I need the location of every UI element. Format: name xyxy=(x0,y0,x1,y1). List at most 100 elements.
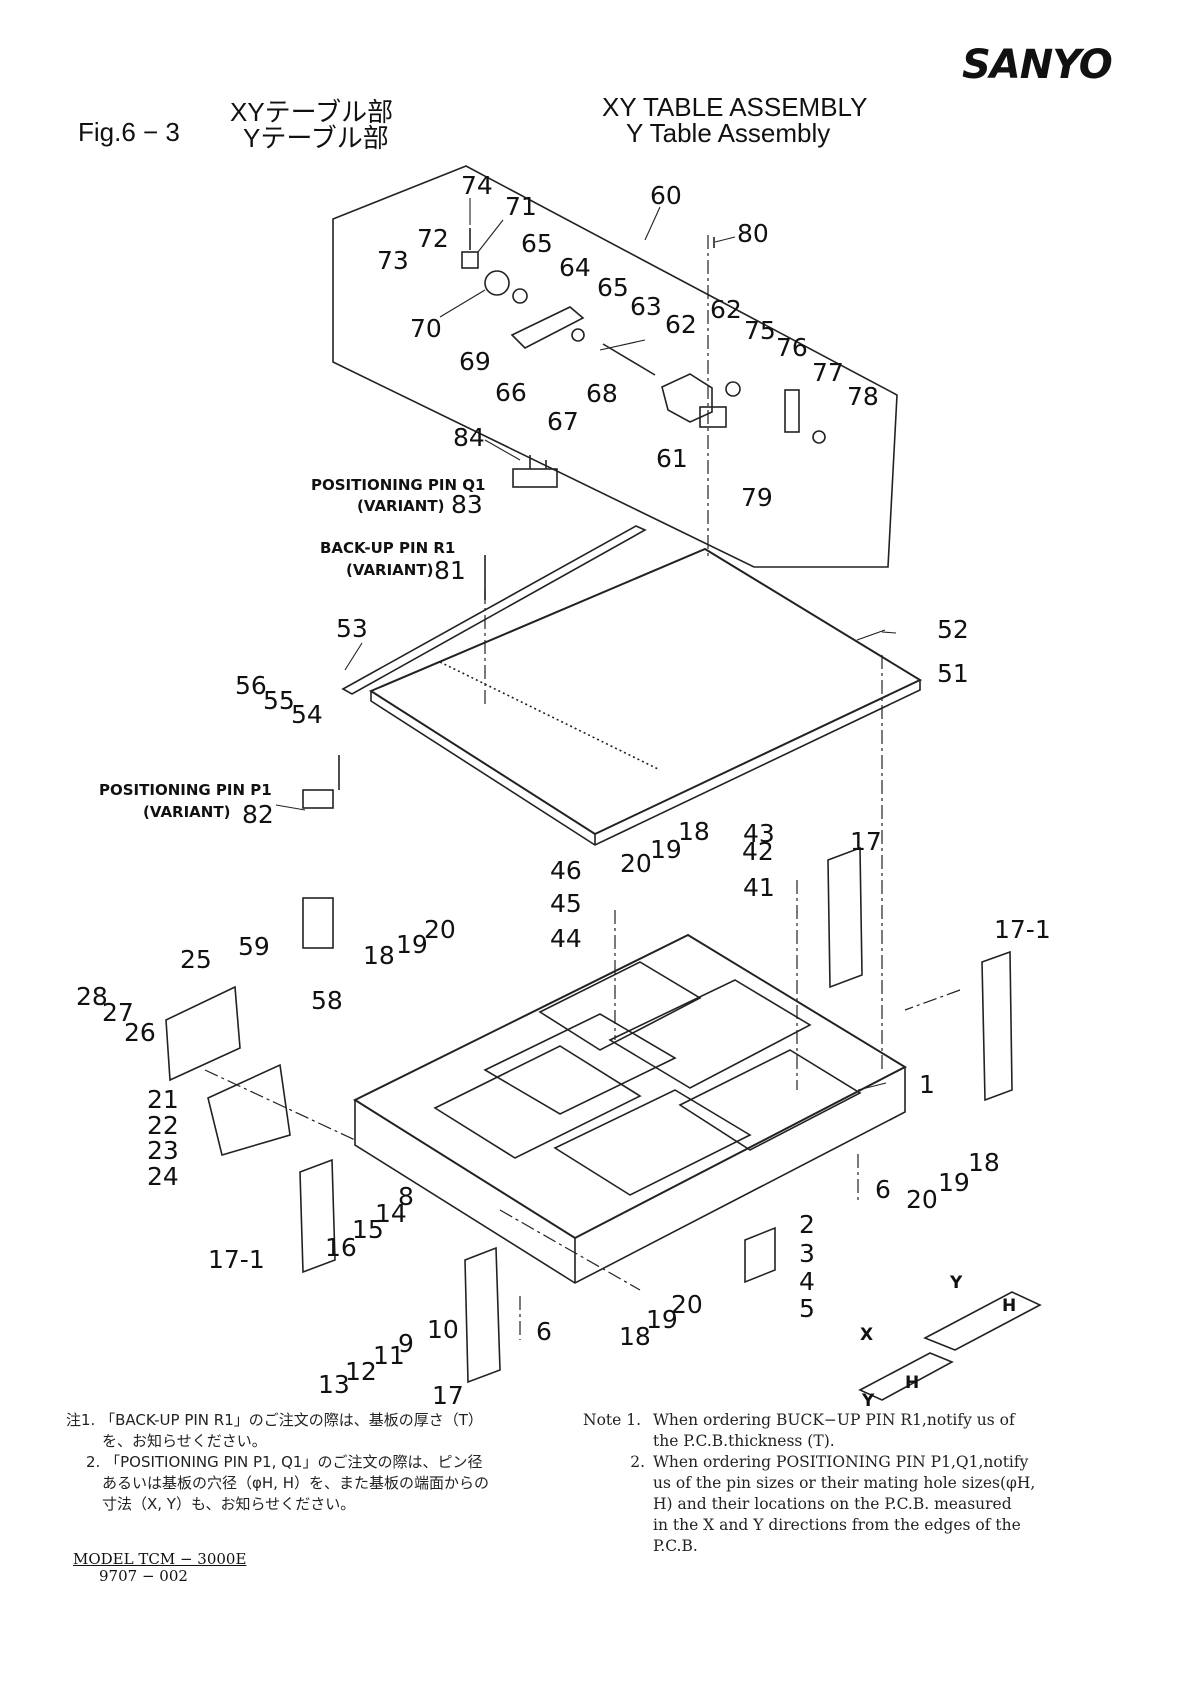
variant-labels: POSITIONING PIN Q1 (VARIANT) BACK-UP PIN… xyxy=(99,476,485,821)
callout-15: 15 xyxy=(352,1215,384,1244)
callout-55: 55 xyxy=(263,686,295,715)
callout-18d: 18 xyxy=(619,1322,651,1351)
callout-73: 73 xyxy=(377,246,409,275)
callout-19c: 19 xyxy=(938,1168,970,1197)
jp-note2-label: 2. xyxy=(86,1453,101,1471)
drawing-lines xyxy=(165,165,1042,1401)
callout-6a: 6 xyxy=(875,1175,891,1204)
p1-pin-name: POSITIONING PIN P1 xyxy=(99,781,272,799)
callout-52: 52 xyxy=(937,615,969,644)
callout-70: 70 xyxy=(410,314,442,343)
callout-82: 82 xyxy=(242,800,274,829)
jp-note1-label: 注1. xyxy=(66,1411,96,1429)
callout-8: 8 xyxy=(398,1182,414,1211)
inset-labels: Y H X H Y xyxy=(860,1273,1016,1411)
callout-78: 78 xyxy=(847,382,879,411)
q1-variant: (VARIANT) xyxy=(357,497,444,515)
callout-44: 44 xyxy=(550,924,582,953)
callout-41: 41 xyxy=(743,873,775,902)
callout-65a: 65 xyxy=(521,229,553,258)
callout-51: 51 xyxy=(937,659,969,688)
callout-17b: 17 xyxy=(432,1381,464,1410)
en-note1-label: Note 1. xyxy=(583,1411,642,1429)
callout-19d: 19 xyxy=(646,1305,678,1334)
callout-2: 2 xyxy=(799,1210,815,1239)
callout-80: 80 xyxy=(737,219,769,248)
callout-83: 83 xyxy=(451,490,483,519)
en-note1-line1: When ordering BUCK−UP PIN R1,notify us o… xyxy=(653,1411,1015,1429)
callout-81: 81 xyxy=(434,556,466,585)
callout-20a: 20 xyxy=(620,849,652,878)
callout-65b: 65 xyxy=(597,273,629,302)
callout-58: 58 xyxy=(311,986,343,1015)
title-en-line1: XY TABLE ASSEMBLY xyxy=(602,92,868,122)
callout-19b: 19 xyxy=(396,930,428,959)
callout-3: 3 xyxy=(799,1239,815,1268)
p1-variant: (VARIANT) xyxy=(143,803,230,821)
callout-71: 71 xyxy=(505,192,537,221)
callout-84: 84 xyxy=(453,423,485,452)
callout-20d: 20 xyxy=(671,1290,703,1319)
callout-9: 9 xyxy=(398,1329,414,1358)
callout-20b: 20 xyxy=(424,915,456,944)
model-number: MODEL TCM − 3000E xyxy=(73,1550,247,1568)
figure-number: Fig.6 − 3 xyxy=(78,117,180,147)
callout-16: 16 xyxy=(325,1233,357,1262)
callout-27: 27 xyxy=(102,998,134,1027)
notes-english: Note 1. When ordering BUCK−UP PIN R1,noti… xyxy=(583,1410,1143,1557)
callout-17-1b: 17-1 xyxy=(208,1245,265,1274)
inset-y-bottom: Y xyxy=(861,1391,875,1411)
en-note1-line2: the P.C.B.thickness (T). xyxy=(653,1432,835,1450)
callout-64: 64 xyxy=(559,253,591,282)
callout-46: 46 xyxy=(550,856,582,885)
r1-pin-name: BACK-UP PIN R1 xyxy=(320,539,455,557)
title-jp-line2: Yテーブル部 xyxy=(243,123,389,153)
callout-61: 61 xyxy=(656,444,688,473)
callout-12: 12 xyxy=(345,1357,377,1386)
callout-74: 74 xyxy=(461,171,493,200)
callout-62a: 62 xyxy=(665,310,697,339)
callout-10: 10 xyxy=(427,1315,459,1344)
callout-72: 72 xyxy=(417,224,449,253)
callout-17a: 17 xyxy=(850,827,882,856)
callout-79: 79 xyxy=(741,483,773,512)
notes-japanese: 注1. 「BACK-UP PIN R1」のご注文の際は、基板の厚さ（T） を、お… xyxy=(66,1410,566,1515)
model-footer: MODEL TCM − 3000E 9707 − 002 xyxy=(73,1551,246,1585)
callout-23: 23 xyxy=(147,1136,179,1165)
callout-69: 69 xyxy=(459,347,491,376)
callout-67: 67 xyxy=(547,407,579,436)
callout-66: 66 xyxy=(495,378,527,407)
inset-h-bottom: H xyxy=(905,1373,919,1393)
jp-note2-line3: 寸法（X, Y）も、お知らせください。 xyxy=(102,1495,356,1513)
title-en-line2: Y Table Assembly xyxy=(626,118,831,148)
title-jp-line1: XYテーブル部 xyxy=(230,97,394,127)
callout-56: 56 xyxy=(235,671,267,700)
en-note2-line2: us of the pin sizes or their mating hole… xyxy=(653,1474,1036,1492)
callout-53: 53 xyxy=(336,614,368,643)
callout-19a: 19 xyxy=(650,835,682,864)
callout-63: 63 xyxy=(630,292,662,321)
en-note2-label: 2. xyxy=(630,1453,645,1471)
callout-1: 1 xyxy=(919,1070,935,1099)
en-note2-line1: When ordering POSITIONING PIN P1,Q1,noti… xyxy=(653,1453,1029,1471)
callout-25: 25 xyxy=(180,945,212,974)
callout-18b: 18 xyxy=(363,941,395,970)
jp-note1-line2: を、お知らせください。 xyxy=(102,1432,267,1450)
sanyo-logo: SANYO xyxy=(962,42,1113,88)
en-note2-line4: in the X and Y directions from the edges… xyxy=(653,1516,1021,1534)
callout-6b: 6 xyxy=(536,1317,552,1346)
en-note2-line3: H) and their locations on the P.C.B. mea… xyxy=(653,1495,1012,1513)
callout-14: 14 xyxy=(375,1199,407,1228)
callout-28: 28 xyxy=(76,982,108,1011)
callout-17-1a: 17-1 xyxy=(994,915,1051,944)
callout-22: 22 xyxy=(147,1111,179,1140)
en-note2-line5: P.C.B. xyxy=(653,1537,698,1555)
inset-y-top: Y xyxy=(949,1273,963,1293)
callout-59: 59 xyxy=(238,932,270,961)
callout-21: 21 xyxy=(147,1085,179,1114)
callout-4: 4 xyxy=(799,1267,815,1296)
jp-note2-line1: 「POSITIONING PIN P1, Q1」のご注文の際は、ピン径 xyxy=(105,1453,483,1471)
callout-20c: 20 xyxy=(906,1185,938,1214)
document-code: 9707 − 002 xyxy=(99,1567,188,1585)
callout-42: 42 xyxy=(742,837,774,866)
